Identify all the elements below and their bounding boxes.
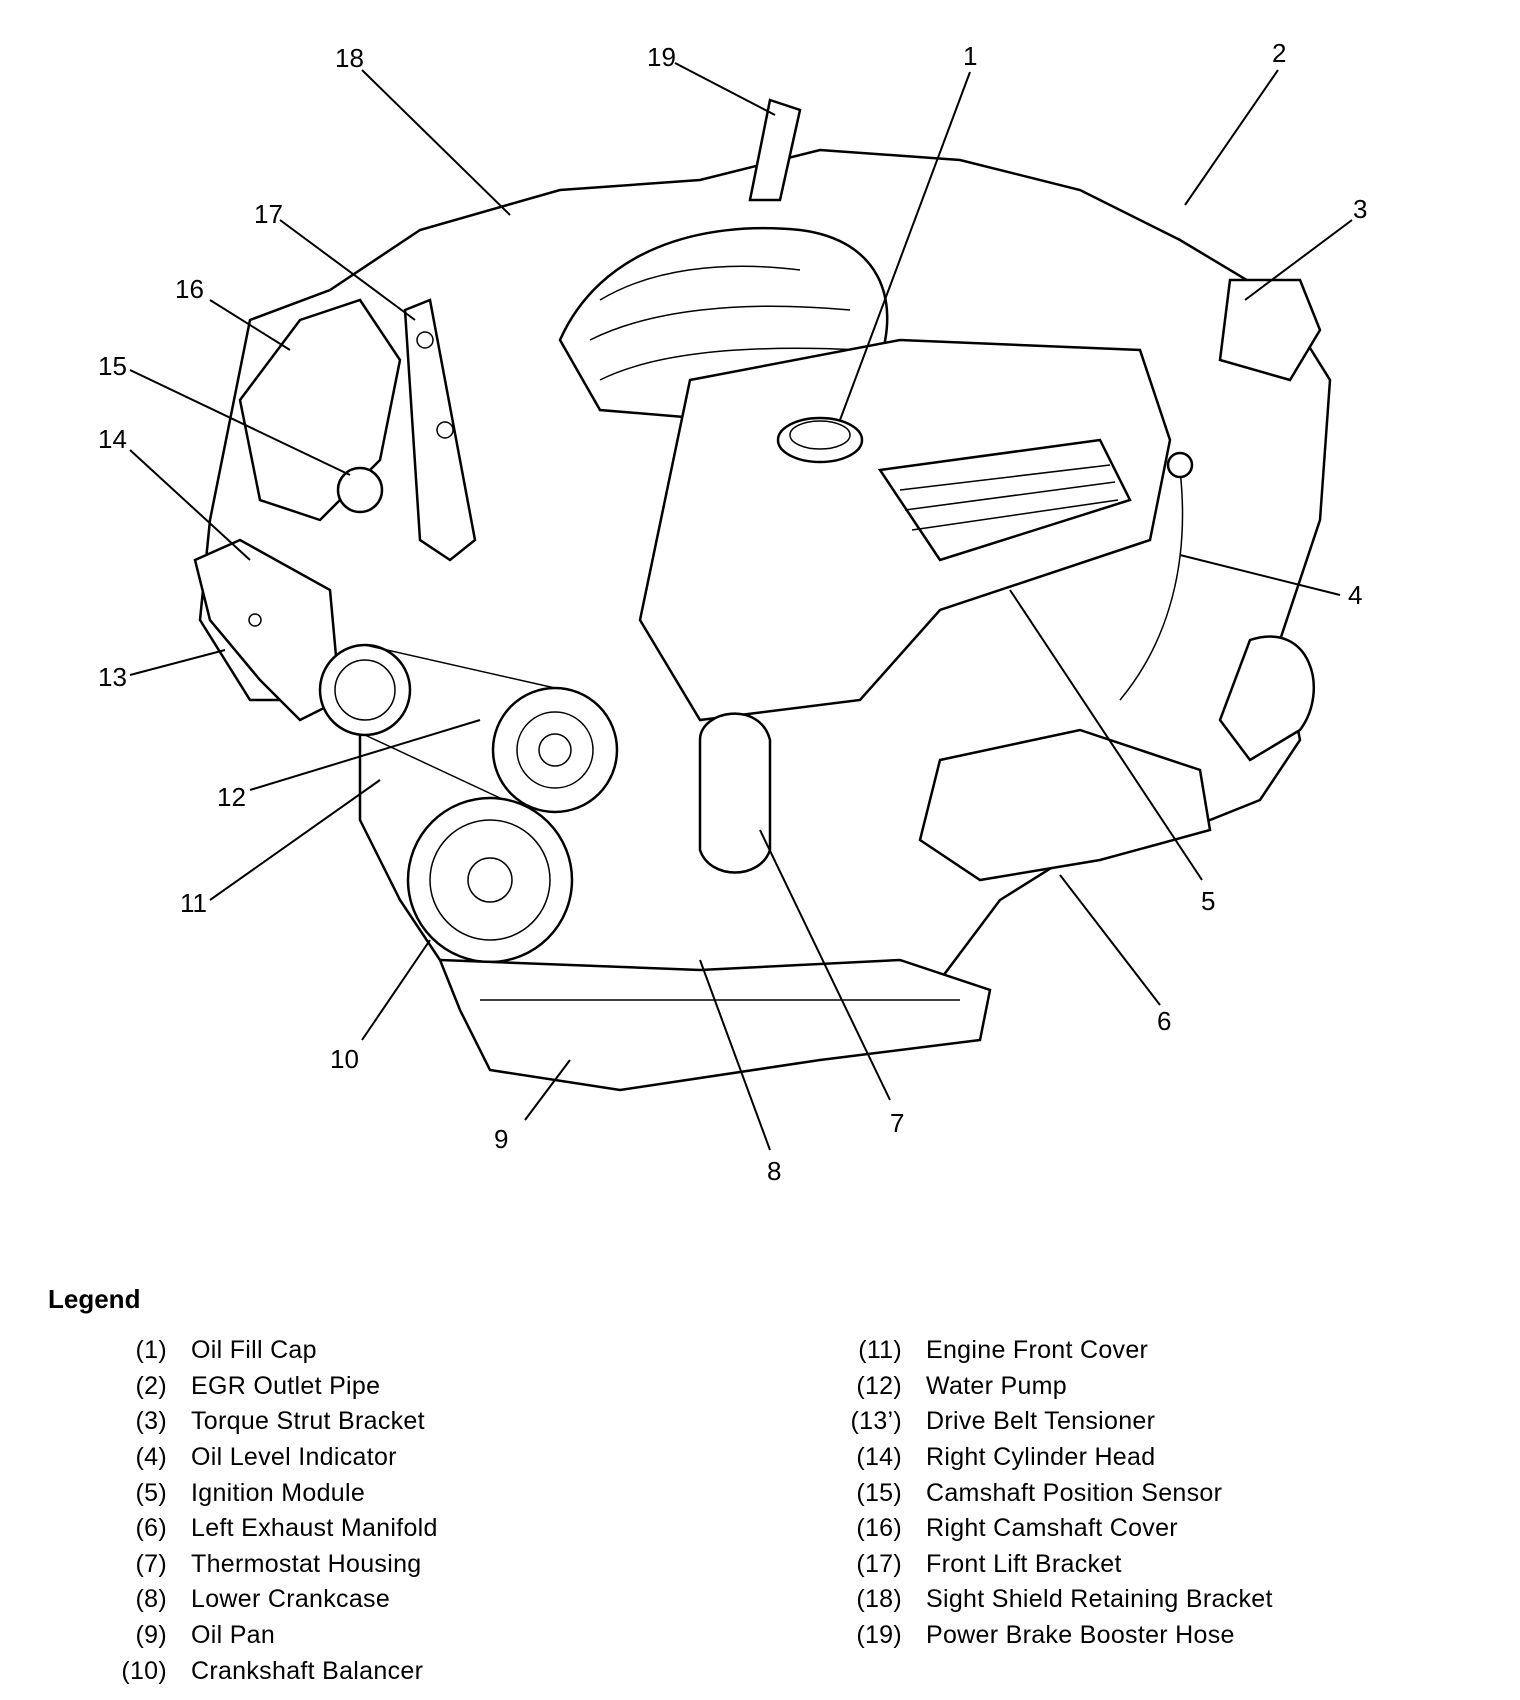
legend-label: Lower Crankcase — [191, 1585, 391, 1614]
callout-6: 6 — [1157, 1006, 1171, 1036]
leader-lines — [129, 62, 1353, 1151]
legend-label: Crankshaft Balancer — [191, 1656, 424, 1685]
legend-ref: (3) — [135, 1407, 167, 1436]
callout-7: 7 — [890, 1108, 904, 1138]
callout-labels: 1 2 3 4 5 6 7 8 9 10 11 12 13 14 15 16 1… — [98, 38, 1367, 1186]
legend-label: Camshaft Position Sensor — [926, 1478, 1223, 1507]
legend-title: Legend — [48, 1284, 141, 1314]
callout-15: 15 — [98, 351, 127, 381]
legend-label: Thermostat Housing — [191, 1549, 422, 1578]
legend-item: (16) Right Camshaft Cover — [830, 1511, 1273, 1547]
legend-label: Engine Front Cover — [926, 1336, 1149, 1365]
callout-2: 2 — [1272, 38, 1286, 68]
legend-ref: (18) — [856, 1585, 902, 1614]
legend-ref: (10) — [121, 1656, 167, 1685]
legend-ref: (13’) — [850, 1407, 902, 1436]
legend-label: Power Brake Booster Hose — [926, 1621, 1235, 1650]
legend-label: Ignition Module — [191, 1478, 366, 1507]
legend-item: (19) Power Brake Booster Hose — [830, 1618, 1273, 1654]
legend-label: Torque Strut Bracket — [191, 1407, 425, 1436]
callout-8: 8 — [767, 1156, 781, 1186]
legend-ref: (11) — [858, 1336, 902, 1365]
legend-item: (2) EGR Outlet Pipe — [95, 1369, 438, 1405]
legend-label: Water Pump — [926, 1371, 1068, 1400]
callout-14: 14 — [98, 424, 127, 454]
legend-item: (7) Thermostat Housing — [95, 1547, 438, 1583]
legend-label: Oil Level Indicator — [191, 1443, 397, 1472]
legend-ref: (14) — [856, 1443, 902, 1472]
callout-9: 9 — [494, 1124, 508, 1154]
legend-item: (15) Camshaft Position Sensor — [830, 1475, 1273, 1511]
callout-13: 13 — [98, 662, 127, 692]
callout-3: 3 — [1353, 194, 1367, 224]
legend-ref: (6) — [135, 1514, 167, 1543]
callout-12: 12 — [217, 782, 246, 812]
legend-item: (17) Front Lift Bracket — [830, 1547, 1273, 1583]
legend-ref: (19) — [856, 1621, 902, 1650]
engine-illustration — [193, 98, 1332, 1092]
legend-ref: (5) — [135, 1478, 167, 1507]
legend-item: (10) Crankshaft Balancer — [95, 1653, 438, 1689]
legend-label: Oil Fill Cap — [191, 1336, 317, 1365]
legend-item: (12) Water Pump — [830, 1369, 1273, 1405]
legend-item: (6) Left Exhaust Manifold — [95, 1511, 438, 1547]
legend-ref: (7) — [135, 1549, 167, 1578]
legend-ref: (8) — [135, 1585, 167, 1614]
legend-label: Sight Shield Retaining Bracket — [926, 1585, 1273, 1614]
legend-ref: (4) — [135, 1443, 167, 1472]
legend-label: Right Camshaft Cover — [926, 1514, 1178, 1543]
legend-item: (9) Oil Pan — [95, 1618, 438, 1654]
callout-19: 19 — [647, 42, 676, 72]
legend-label: Left Exhaust Manifold — [191, 1514, 438, 1543]
legend-column-left: (1) Oil Fill Cap (2) EGR Outlet Pipe (3) To… — [95, 1333, 438, 1689]
legend-ref: (2) — [135, 1371, 167, 1400]
legend-ref: (12) — [856, 1371, 902, 1400]
legend-label: Front Lift Bracket — [926, 1549, 1122, 1578]
legend-item: (14) Right Cylinder Head — [830, 1440, 1273, 1476]
engine-diagram: 1 2 3 4 5 6 7 8 9 10 11 12 13 14 15 16 1… — [98, 38, 1367, 1186]
legend-item: (5) Ignition Module — [95, 1475, 438, 1511]
legend-ref: (1) — [135, 1336, 167, 1365]
legend-item: (13’) Drive Belt Tensioner — [830, 1404, 1273, 1440]
callout-5: 5 — [1201, 886, 1215, 916]
legend-ref: (15) — [856, 1478, 902, 1507]
legend-item: (8) Lower Crankcase — [95, 1582, 438, 1618]
callout-11: 11 — [180, 888, 207, 918]
legend-label: Drive Belt Tensioner — [926, 1407, 1156, 1436]
callout-4: 4 — [1348, 580, 1362, 610]
callout-16: 16 — [175, 274, 204, 304]
legend-label: Right Cylinder Head — [926, 1443, 1156, 1472]
callout-1: 1 — [963, 41, 977, 71]
legend-ref: (9) — [135, 1621, 167, 1650]
callout-18: 18 — [335, 43, 364, 73]
legend-ref: (17) — [856, 1549, 902, 1578]
legend-item: (1) Oil Fill Cap — [95, 1333, 438, 1369]
legend-item: (3) Torque Strut Bracket — [95, 1404, 438, 1440]
legend-item: (4) Oil Level Indicator — [95, 1440, 438, 1476]
legend-column-right: (11) Engine Front Cover (12) Water Pump (1… — [830, 1333, 1273, 1653]
legend-item: (18) Sight Shield Retaining Bracket — [830, 1582, 1273, 1618]
callout-17: 17 — [254, 199, 283, 229]
legend-label: Oil Pan — [191, 1621, 276, 1650]
legend-ref: (16) — [856, 1514, 902, 1543]
callout-10: 10 — [330, 1044, 359, 1074]
legend-label: EGR Outlet Pipe — [191, 1371, 381, 1400]
legend-item: (11) Engine Front Cover — [830, 1333, 1273, 1369]
